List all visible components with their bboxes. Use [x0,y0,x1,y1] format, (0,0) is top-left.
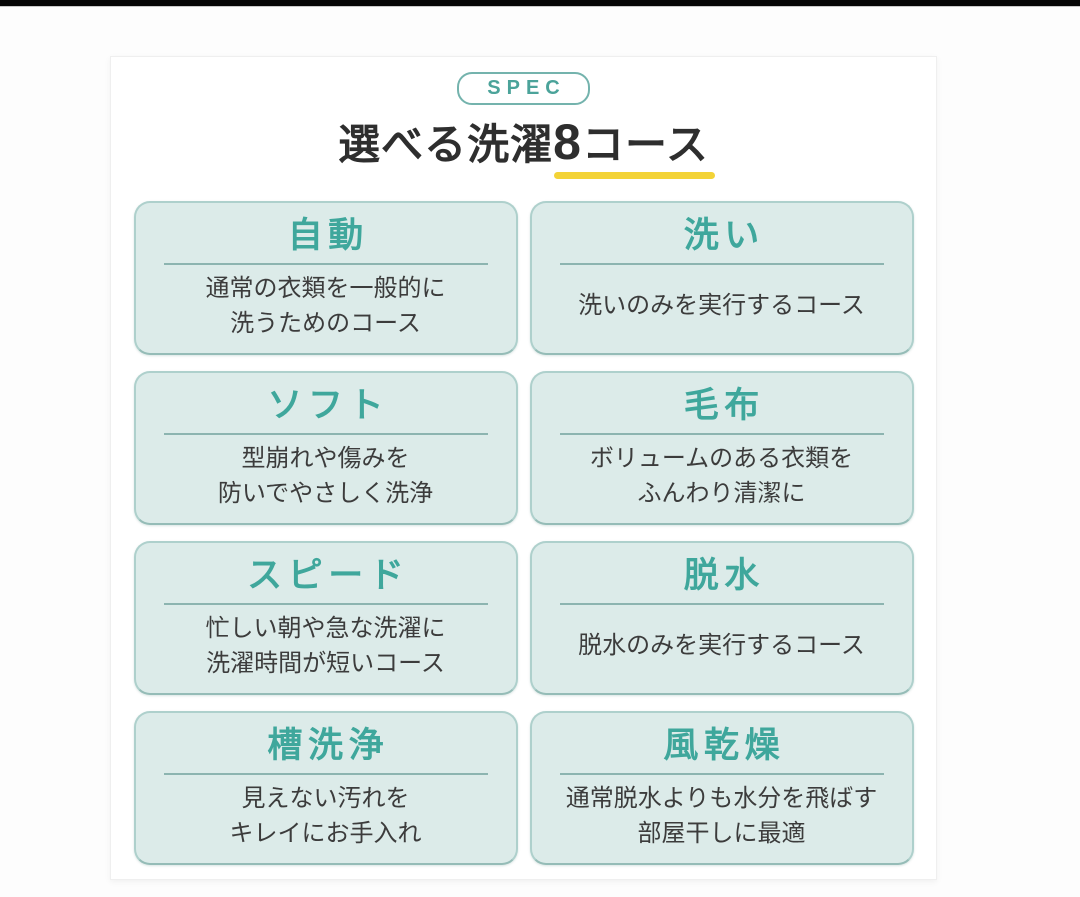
page-title-suffix: コース [581,121,709,168]
course-description: 忙しい朝や急な洗濯に 洗濯時間が短いコース [136,605,516,693]
course-description: 通常脱水よりも水分を飛ばす 部屋干しに最適 [532,775,912,863]
course-description-line1: ボリュームのある衣類を [589,444,854,472]
course-card-soft: ソフト 型崩れや傷みを 防いでやさしく洗浄 [133,371,518,525]
course-name: 風乾燥 [663,726,786,765]
course-description: ボリュームのある衣類を ふんわり清潔に [532,435,912,523]
course-description: 洗いのみを実行するコース [532,265,912,353]
course-name: 槽洗浄 [267,726,390,765]
course-divider [559,263,884,266]
course-description: 見えない汚れを キレイにお手入れ [136,775,516,863]
course-divider [163,773,488,776]
course-description-line1: 型崩れや傷みを [241,444,410,472]
spec-badge: SPEC [457,72,590,105]
page-title-prefix: 選べる洗濯 [338,121,554,168]
course-card-tub-clean: 槽洗浄 見えない汚れを キレイにお手入れ [133,711,518,865]
course-description-line1: 忙しい朝や急な洗濯に [205,614,446,642]
course-grid: 自動 通常の衣類を一般的に 洗うためのコース 洗い 洗いのみを実行するコース ソ… [133,201,914,865]
course-divider [559,603,884,606]
course-divider [163,263,488,266]
course-description-line2: 洗うためのコース [230,309,421,337]
course-card-speed: スピード 忙しい朝や急な洗濯に 洗濯時間が短いコース [133,541,518,695]
course-description-line2: 防いでやさしく洗浄 [217,479,434,507]
course-card-air-dry: 風乾燥 通常脱水よりも水分を飛ばす 部屋干しに最適 [529,711,914,865]
course-divider [559,433,884,436]
course-description-line2: ふんわり清潔に [637,479,806,507]
letterbox-bar [0,0,1080,7]
course-description: 脱水のみを実行するコース [532,605,912,693]
course-card-spin-dry: 脱水 脱水のみを実行するコース [529,541,914,695]
course-card-wash: 洗い 洗いのみを実行するコース [529,201,914,355]
course-description-line1: 脱水のみを実行するコース [578,632,865,660]
course-description-line1: 見えない汚れを [241,784,410,812]
course-divider [163,603,488,606]
course-name: スピード [247,556,410,595]
course-description: 通常の衣類を一般的に 洗うためのコース [136,265,516,353]
course-description-line1: 通常脱水よりも水分を飛ばす [565,784,878,812]
course-description-line2: 部屋干しに最適 [637,819,806,847]
page-title-number: 8 [553,114,582,170]
course-name: 自動 [287,216,369,255]
course-description-line1: 通常の衣類を一般的に [205,274,446,302]
course-description: 型崩れや傷みを 防いでやさしく洗浄 [136,435,516,523]
course-description-line2: キレイにお手入れ [229,819,422,847]
course-card-auto: 自動 通常の衣類を一般的に 洗うためのコース [133,201,518,355]
course-divider [163,433,488,436]
title-underline [554,172,715,179]
course-divider [559,773,884,776]
course-description-line1: 洗いのみを実行するコース [578,292,865,320]
course-description-line2: 洗濯時間が短いコース [206,649,445,677]
course-name: 洗い [683,216,765,255]
course-name: 脱水 [683,556,765,595]
course-card-blanket: 毛布 ボリュームのある衣類を ふんわり清潔に [529,371,914,525]
course-name: ソフト [267,386,390,425]
course-name: 毛布 [683,386,765,425]
